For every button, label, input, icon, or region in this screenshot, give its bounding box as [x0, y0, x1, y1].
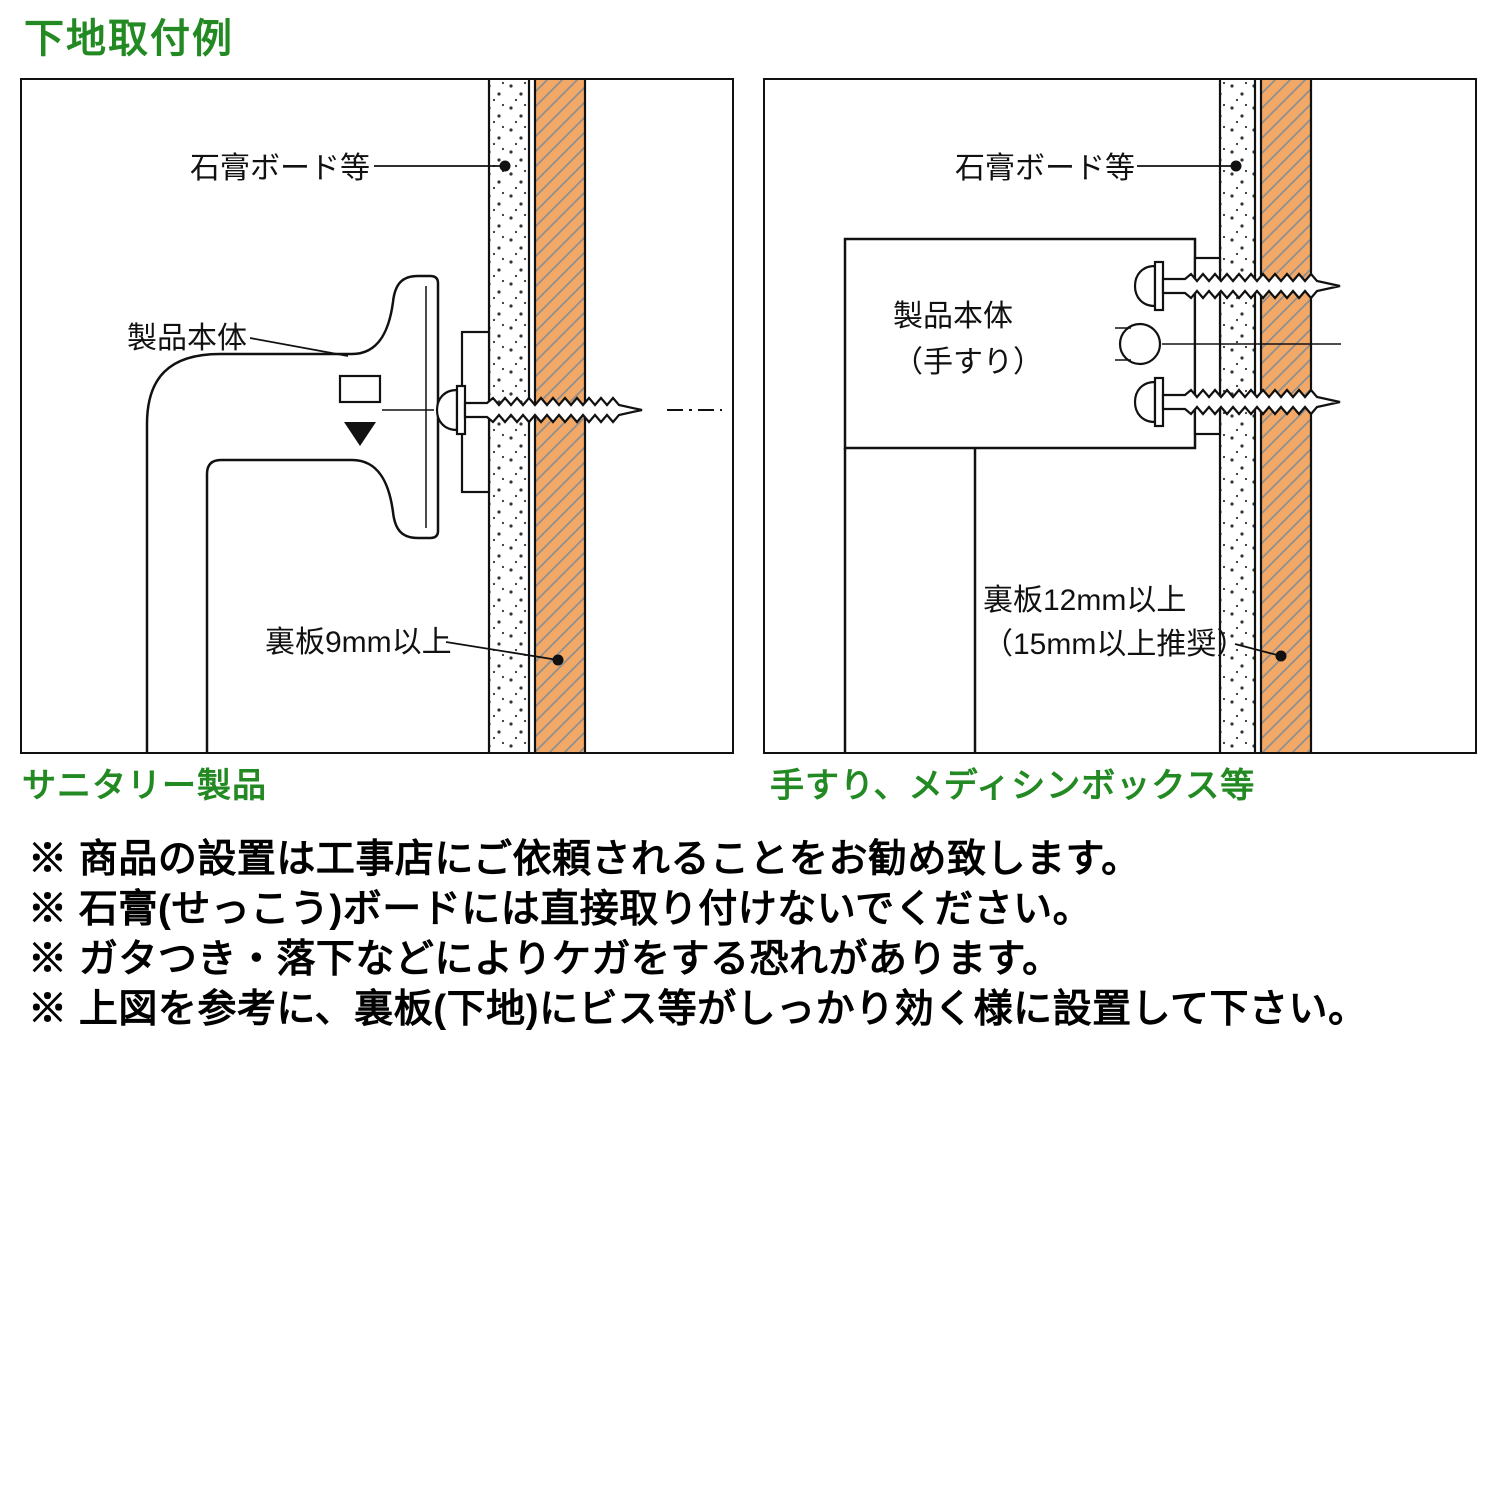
mounting-screw [435, 384, 722, 436]
backing-board-label-line1: 裏板12mm以上 [983, 584, 1186, 617]
note-item: ※ ガタつき・落下などによりケガをする恐れがあります。 [28, 938, 1062, 981]
backing-label-group: 裏板12mm以上 （15mm以上推奨） [983, 584, 1287, 662]
hook-bracket [338, 374, 434, 446]
backing-board-label: 裏板9mm以上 [265, 626, 452, 659]
leader-dot [552, 654, 564, 666]
leader-line [445, 641, 559, 661]
backing-board-layer [1259, 80, 1313, 752]
sanitary-mount-diagram: 石膏ボード等 製品本体 裏板9mm以上 [127, 80, 722, 752]
handrail-mount-diagram: 石膏ボード等 製品本体 （手すり） 裏板12mm以上 （15mm以上推奨） [843, 80, 1342, 752]
page-title: 下地取付例 [24, 17, 234, 61]
left-panel-caption: サニタリー製品 [22, 767, 267, 805]
gypsum-board-label: 石膏ボード等 [190, 152, 370, 185]
right-diagram-panel: 石膏ボード等 製品本体 （手すり） 裏板12mm以上 （15mm以上推奨） [763, 78, 1477, 754]
left-diagram-panel: 石膏ボード等 製品本体 裏板9mm以上 [20, 78, 734, 754]
note-item: ※ 石膏(せっこう)ボードには直接取り付けないでください。 [28, 888, 1093, 931]
gypsum-label-group: 石膏ボード等 [955, 152, 1242, 185]
gypsum-board-layer [1218, 80, 1257, 752]
backing-label-group: 裏板9mm以上 [265, 626, 564, 666]
leader-dot [1275, 650, 1287, 662]
product-body-label-line2: （手すり） [893, 346, 1043, 379]
product-label-group: 製品本体 （手すり） [893, 300, 1043, 379]
leader-line [249, 337, 349, 357]
backing-board-label-line2: （15mm以上推奨） [983, 628, 1246, 661]
product-outline [145, 274, 440, 752]
gypsum-board-label: 石膏ボード等 [955, 152, 1135, 185]
leader-line [1234, 643, 1282, 657]
product-body-label-line1: 製品本体 [893, 300, 1013, 333]
leader-dot [1230, 160, 1242, 172]
pivot-hole [1115, 322, 1341, 366]
note-item: ※ 上図を参考に、裏板(下地)にビス等がしっかり効く様に設置して下さい。 [28, 988, 1368, 1031]
note-item: ※ 商品の設置は工事店にご依頼されることをお勧め致します。 [28, 838, 1141, 881]
notes-list: ※ 商品の設置は工事店にご依頼されることをお勧め致します。 ※ 石膏(せっこう)… [28, 840, 1488, 1040]
gypsum-label-group: 石膏ボード等 [190, 152, 511, 185]
right-panel-caption: 手すり、メディシンボックス等 [770, 767, 1256, 805]
product-body-label: 製品本体 [127, 322, 247, 355]
leader-dot [499, 160, 511, 172]
product-label-group: 製品本体 [127, 322, 349, 357]
